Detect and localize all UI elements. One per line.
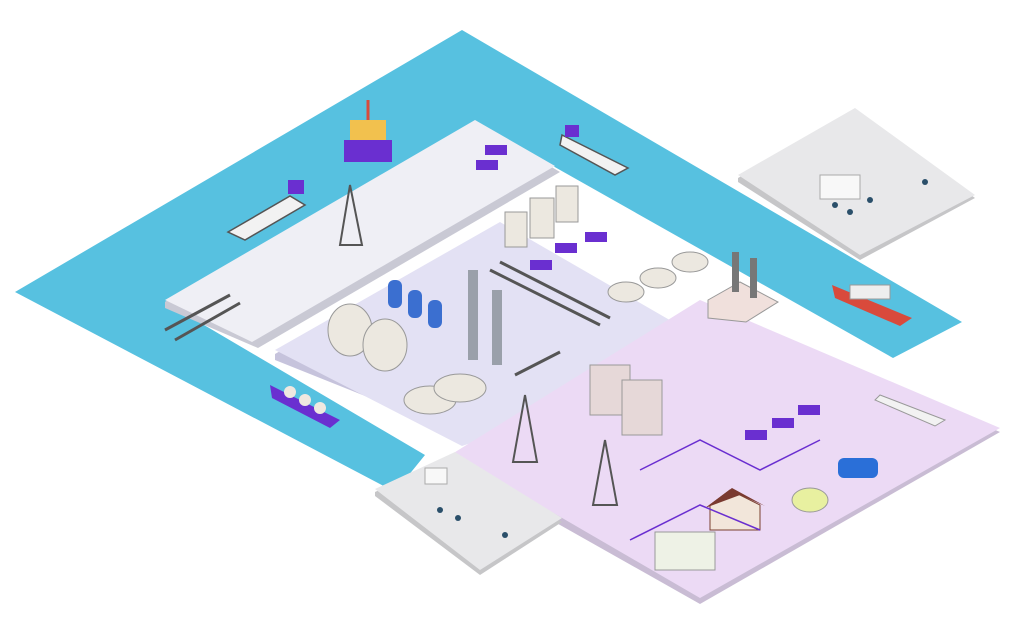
airplane bbox=[874, 394, 947, 427]
commercial-building bbox=[654, 531, 716, 571]
pipelines bbox=[164, 260, 611, 377]
electric-car-blue bbox=[838, 458, 878, 478]
tanker-ship-left bbox=[226, 180, 307, 241]
offshore-oil-rig bbox=[344, 100, 392, 162]
electric-car-small bbox=[791, 487, 829, 513]
distribution-platform bbox=[452, 300, 1000, 604]
container-ship bbox=[832, 284, 912, 326]
water-channel bbox=[15, 30, 962, 492]
energy-flow-lines bbox=[629, 439, 821, 541]
power-plant bbox=[707, 252, 780, 323]
tanker-trucks bbox=[476, 145, 820, 440]
blue-separator-vessels bbox=[388, 280, 442, 328]
tanker-ship-top bbox=[559, 125, 630, 176]
house bbox=[705, 488, 765, 531]
drilling-derrick bbox=[338, 184, 364, 246]
office-people-bottom bbox=[424, 467, 508, 538]
office-people-top-right bbox=[819, 174, 928, 215]
data-center-buildings bbox=[589, 364, 663, 436]
storage-tanks bbox=[327, 185, 709, 415]
office-platform-bottom bbox=[375, 452, 562, 575]
distillation-columns bbox=[468, 270, 502, 365]
lng-carrier-ship bbox=[270, 385, 340, 428]
transmission-towers bbox=[511, 394, 619, 506]
